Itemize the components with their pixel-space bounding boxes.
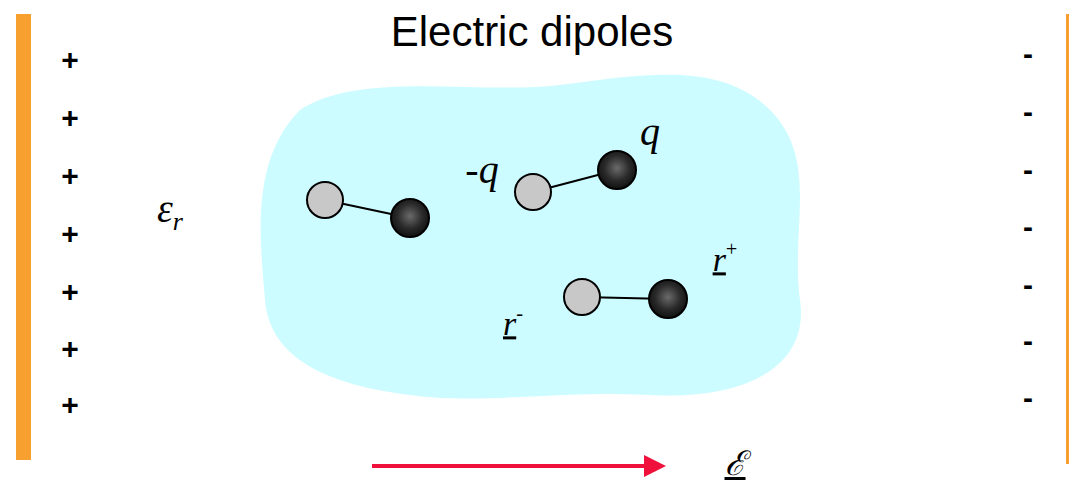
plate-charge: + xyxy=(61,390,79,420)
field-symbol: ℰ xyxy=(725,446,746,480)
plate-charge: + xyxy=(61,161,79,191)
position-vector: r+ xyxy=(713,239,738,276)
plate-charge: - xyxy=(1023,326,1033,356)
plate-charge: + xyxy=(61,219,79,249)
field-arrow xyxy=(372,455,666,477)
plate-charge: - xyxy=(1023,383,1033,413)
dipoles xyxy=(307,151,687,318)
charge-label: q xyxy=(640,112,660,152)
positive-plate xyxy=(16,14,31,460)
negative-plate xyxy=(1066,14,1069,464)
plate-charge: - xyxy=(1023,39,1033,69)
charge-label: -q xyxy=(465,150,498,190)
plate-charge: + xyxy=(61,334,79,364)
position-vector: r- xyxy=(503,303,523,340)
plate-charge: - xyxy=(1023,97,1033,127)
plate-charge: + xyxy=(61,103,79,133)
plate-charge: - xyxy=(1023,155,1033,185)
diagram-title: Electric dipoles xyxy=(391,11,673,53)
permittivity-symbol: εr xyxy=(157,189,183,235)
plate-charge: - xyxy=(1023,212,1033,242)
plate-charge: + xyxy=(61,45,79,75)
dielectric-region xyxy=(261,75,801,399)
plate-charge: - xyxy=(1023,270,1033,300)
plate-charge: + xyxy=(61,277,79,307)
